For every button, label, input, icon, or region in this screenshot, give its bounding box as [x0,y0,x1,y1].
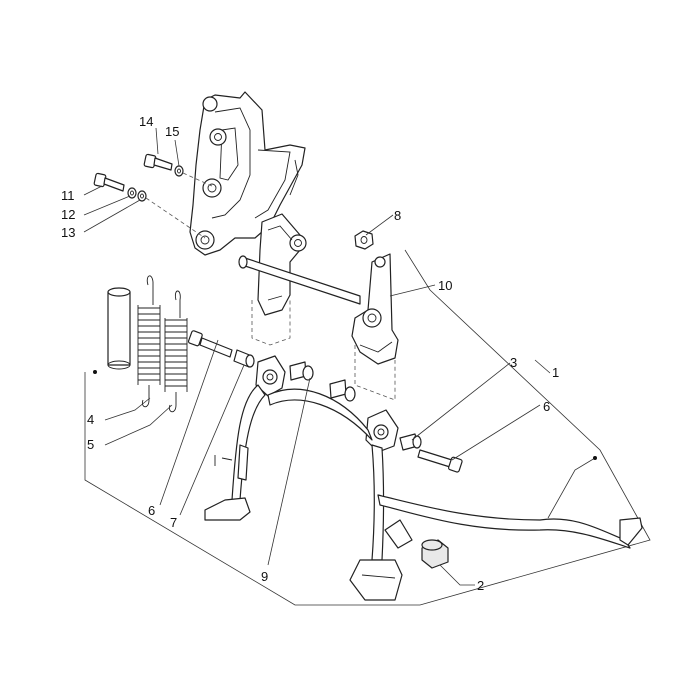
bullet-left [93,370,97,374]
leader-6b [451,404,541,461]
bushing-7 [233,349,255,368]
callout-15: 15 [165,124,179,139]
spacer-9b [329,379,356,402]
leader-13 [83,199,141,233]
pivot-bracket-10 [238,213,399,365]
callout-1: 1 [552,365,559,380]
spring-left [137,275,161,408]
washer-12 [127,187,137,199]
leader-12 [83,195,131,216]
sleeve-4 [107,287,131,370]
bushing-3 [399,433,422,451]
leader-4 [104,397,151,421]
callout-6-left: 6 [148,503,155,518]
frame-bracket [189,91,306,256]
callout-13: 13 [61,225,75,240]
leader-14 [155,127,159,155]
washer-13 [137,190,147,202]
axis-line-14 [182,172,213,187]
bullet-right [593,456,597,460]
callout-4: 4 [87,412,94,427]
callout-10: 10 [438,278,452,293]
assembly-outline [84,249,651,606]
spacer-9a [289,361,314,381]
callout-14: 14 [139,114,153,129]
axis-line-11 [145,197,206,239]
leader-10 [389,284,436,297]
bolt-11 [93,172,125,192]
callout-3: 3 [510,355,517,370]
rubber-pad-2 [421,539,449,569]
leader-8 [365,214,394,236]
leader-3 [411,362,511,441]
leader-15 [174,139,180,167]
callout-5: 5 [87,437,94,452]
washer-15 [174,165,184,177]
nut-8 [354,230,374,250]
callout-12: 12 [61,207,75,222]
bolt-6-right [417,449,463,473]
leader-2 [439,564,475,586]
leader-5 [104,404,173,446]
leader-7 [179,364,245,516]
callout-2: 2 [477,578,484,593]
main-stand-1 [204,355,643,601]
callout-7: 7 [170,515,177,530]
callout-11: 11 [61,188,75,203]
leader-lever [547,457,596,519]
callout-6-right: 6 [543,399,550,414]
leader-6a [159,339,219,506]
spring-right [164,290,188,413]
callout-8: 8 [394,208,401,223]
bolt-6-left [187,330,233,358]
callout-9: 9 [261,569,268,584]
leader-11 [83,185,103,196]
bolt-14 [143,153,173,171]
alignment-left [251,300,291,346]
leader-1 [534,359,551,374]
leader-9 [267,377,311,566]
